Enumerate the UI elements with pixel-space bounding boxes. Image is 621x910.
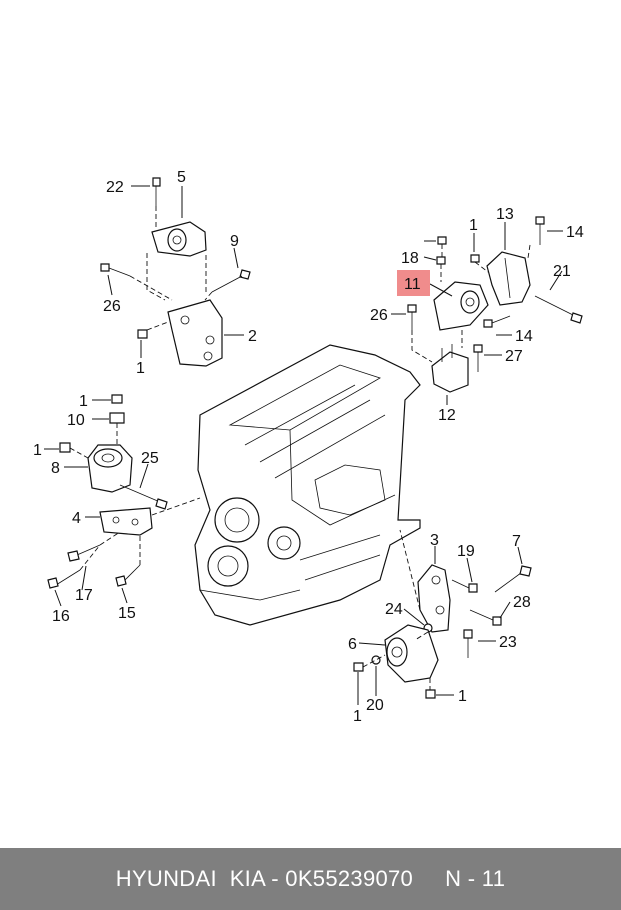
callout-20: 20 bbox=[366, 697, 384, 714]
callout-17: 17 bbox=[75, 587, 93, 604]
callout-25: 25 bbox=[141, 450, 159, 467]
engine-block bbox=[194, 344, 421, 626]
callout-10: 10 bbox=[67, 412, 85, 429]
callout-11: 11 bbox=[404, 276, 421, 293]
callout-19: 19 bbox=[457, 543, 475, 560]
callout-1: 1 bbox=[458, 688, 467, 705]
lower-right-mount-group bbox=[353, 529, 532, 699]
upper-left-mount-group bbox=[100, 177, 251, 367]
callout-26: 26 bbox=[103, 298, 121, 315]
callout-14: 14 bbox=[566, 224, 584, 241]
part-8-insulator bbox=[87, 444, 133, 493]
callout-1: 1 bbox=[136, 360, 145, 377]
callout-3: 3 bbox=[430, 532, 439, 549]
exploded-parts-diagram: 22 5 9 26 2 1 1 13 14 18 11 21 26 14 27 … bbox=[33, 169, 584, 725]
part-6-mount bbox=[384, 624, 439, 683]
part-11-mount bbox=[433, 281, 489, 331]
part-13-bracket bbox=[486, 251, 531, 306]
callout-18: 18 bbox=[401, 250, 419, 267]
left-middle-mount-group bbox=[47, 394, 201, 589]
callout-12: 12 bbox=[438, 407, 456, 424]
part-3-bracket bbox=[417, 564, 451, 633]
callout-27: 27 bbox=[505, 348, 523, 365]
callout-22: 22 bbox=[106, 179, 124, 196]
callout-23: 23 bbox=[499, 634, 517, 651]
callout-16: 16 bbox=[52, 608, 70, 625]
callout-9: 9 bbox=[230, 233, 239, 250]
callout-labels: 22 5 9 26 2 1 1 13 14 18 11 21 26 14 27 … bbox=[33, 169, 584, 725]
callout-1: 1 bbox=[79, 393, 88, 410]
upper-right-mount-group bbox=[407, 216, 583, 393]
callout-2: 2 bbox=[248, 328, 257, 345]
part-2-bracket bbox=[167, 299, 223, 367]
callout-1: 1 bbox=[353, 708, 362, 725]
callout-15: 15 bbox=[118, 605, 136, 622]
callout-21: 21 bbox=[553, 263, 571, 280]
highlight-part-11 bbox=[397, 270, 430, 296]
callout-8: 8 bbox=[51, 460, 60, 477]
callout-6: 6 bbox=[348, 636, 357, 653]
callout-4: 4 bbox=[72, 510, 81, 527]
part-number-footer: HYUNDAI KIA - 0K55239070 N - 11 bbox=[0, 848, 621, 910]
callout-7: 7 bbox=[512, 533, 521, 550]
part-4-bracket bbox=[99, 507, 153, 536]
callout-13: 13 bbox=[496, 206, 514, 223]
part-12-bracket bbox=[431, 344, 469, 393]
callout-1: 1 bbox=[469, 217, 478, 234]
part-5-insulator bbox=[151, 221, 207, 257]
leader-lines bbox=[44, 185, 563, 705]
callout-28: 28 bbox=[513, 594, 531, 611]
callout-5: 5 bbox=[177, 169, 186, 186]
footer-text: HYUNDAI KIA - 0K55239070 N - 11 bbox=[115, 866, 506, 891]
callout-26: 26 bbox=[370, 307, 388, 324]
callout-24: 24 bbox=[385, 601, 403, 618]
callout-1: 1 bbox=[33, 442, 42, 459]
callout-14: 14 bbox=[515, 328, 533, 345]
